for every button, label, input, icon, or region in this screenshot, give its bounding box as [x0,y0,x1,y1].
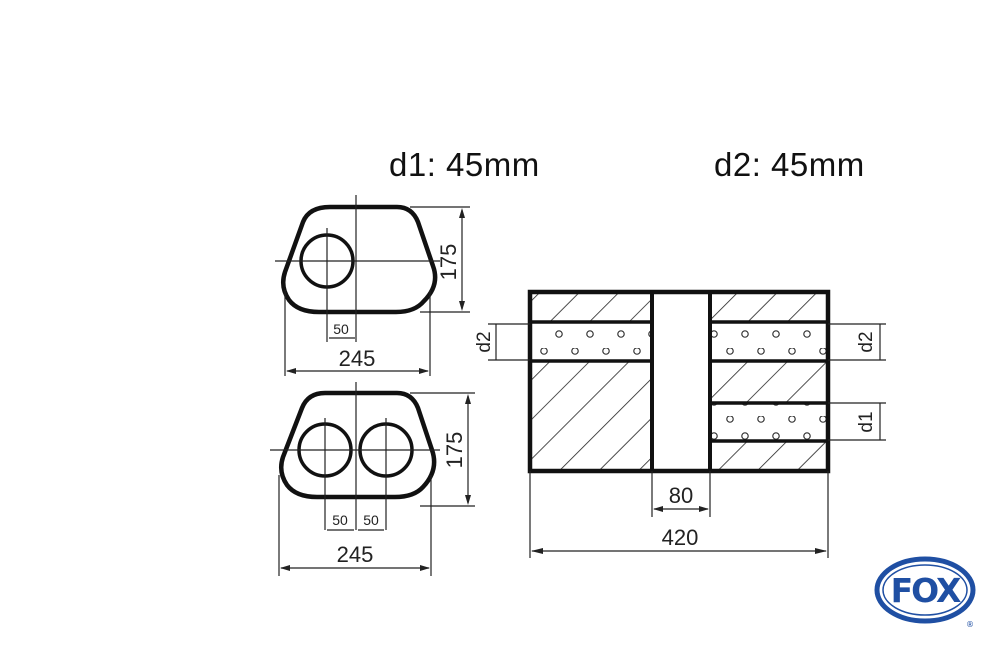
perforated-pipe-d2-left [530,322,652,361]
d2-diameter-label: d2: 45mm [714,146,865,183]
offset-dim-50: 50 [333,321,349,337]
width-dim-245: 245 [339,346,376,371]
registered-mark: ® [966,620,974,629]
perforated-pipe-d1-right [710,403,828,441]
offset-dim-50-left: 50 [332,512,348,528]
height-dim-175: 175 [442,432,467,469]
chamber-width-dim-80: 80 [669,483,693,508]
single-outlet-profile: 175 50 245 [275,195,470,376]
height-dim-175: 175 [436,244,461,281]
perforated-pipe-d2-right [710,322,828,361]
length-dim-420: 420 [662,525,699,550]
d2-right-label: d2 [856,331,877,352]
d2-left-label: d2 [474,331,495,352]
d1-right-label: d1 [856,411,877,432]
side-section-view: d2 d2 d1 80 420 [474,289,886,558]
width-dim-245: 245 [337,542,374,567]
offset-dim-50-right: 50 [363,512,379,528]
fox-logo: FOX ® [874,556,976,629]
logo-text: FOX [891,571,961,610]
dual-outlet-profile: 175 50 50 245 [270,382,475,576]
d1-diameter-label: d1: 45mm [389,146,540,183]
